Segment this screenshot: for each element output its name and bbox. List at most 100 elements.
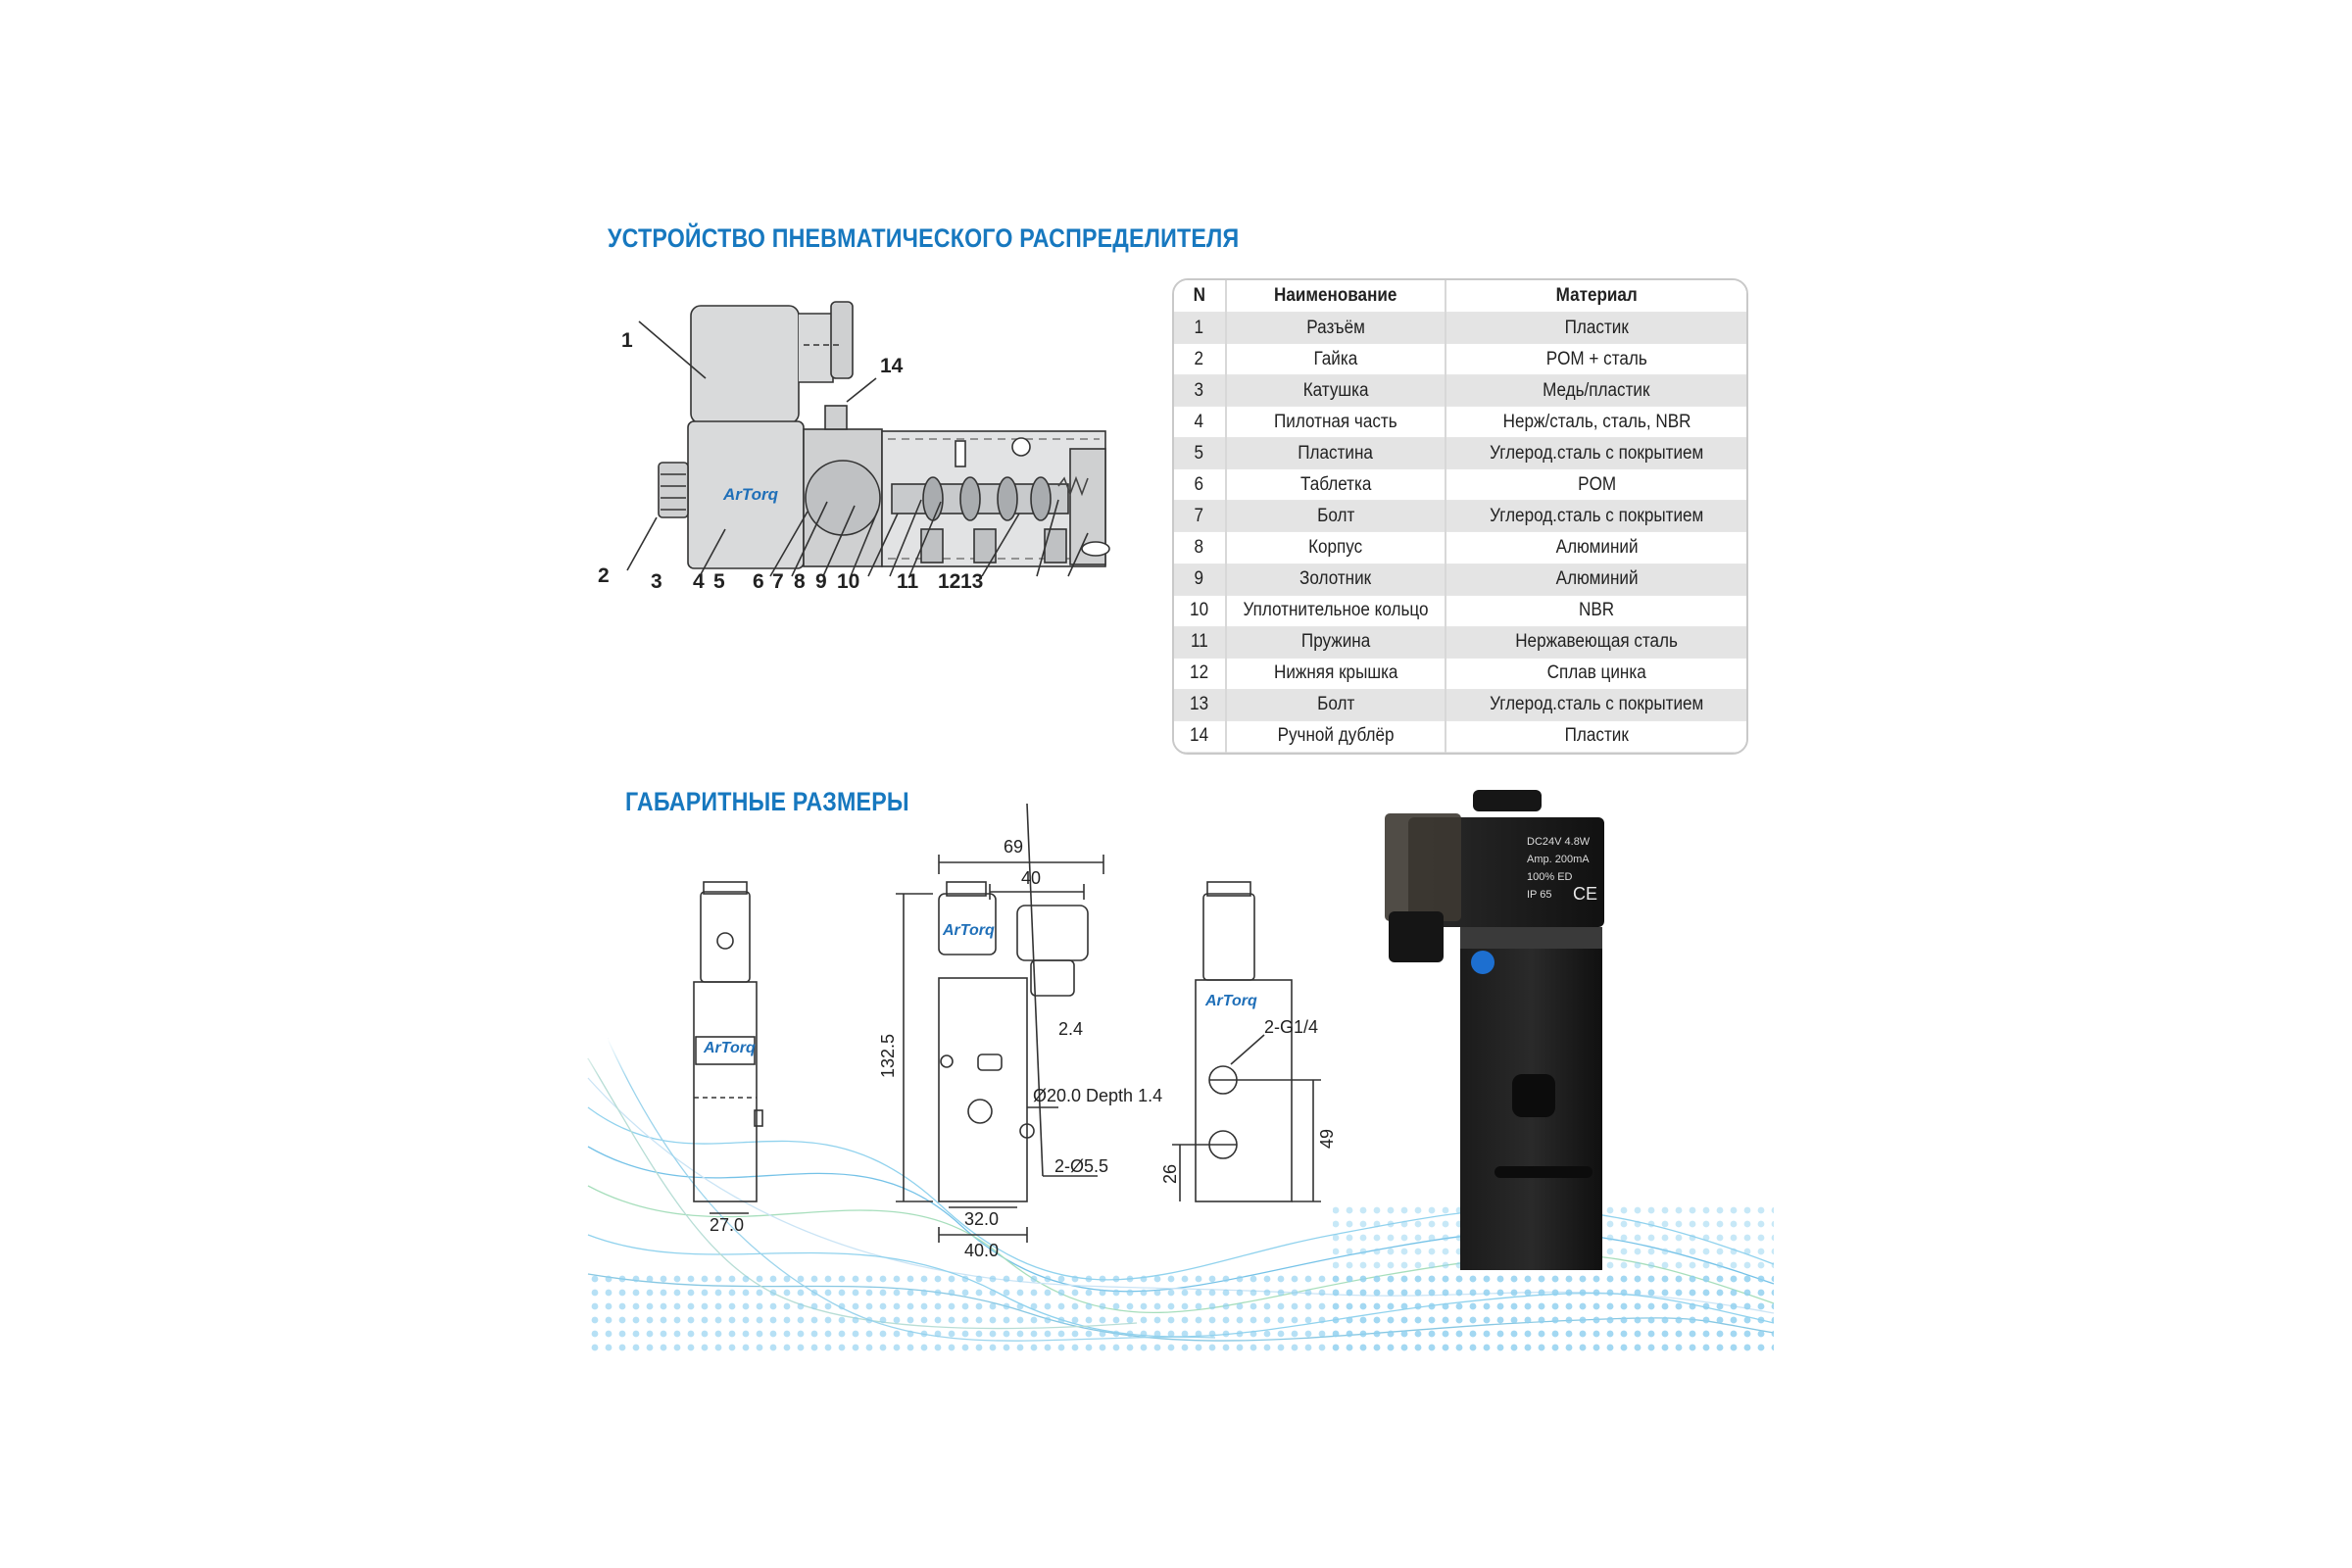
- callout-number: 4: [693, 570, 705, 593]
- callout-number: 8: [794, 570, 806, 593]
- callout-number: 14: [880, 355, 904, 377]
- cell-number: 9: [1174, 564, 1227, 596]
- cell-name: Пластина: [1225, 437, 1447, 470]
- cell-material: Алюминий: [1446, 564, 1746, 596]
- callout-number: 11: [897, 570, 919, 593]
- dim-height: 132.5: [878, 1034, 898, 1078]
- cell-name: Болт: [1225, 689, 1447, 721]
- section-title-structure: УСТРОЙСТВО ПНЕВМАТИЧЕСКОГО РАСПРЕДЕЛИТЕЛ…: [608, 223, 1240, 253]
- cell-name: Разъём: [1225, 312, 1447, 345]
- cell-material: Сплав цинка: [1446, 658, 1746, 690]
- cell-name: Болт: [1225, 500, 1447, 533]
- callout-number: 13: [960, 570, 983, 593]
- coil-label-line-4: IP 65: [1527, 889, 1552, 901]
- section-title-dimensions: ГАБАРИТНЫЕ РАЗМЕРЫ: [625, 787, 909, 816]
- dim-base-outer: 40.0: [964, 1241, 999, 1260]
- cell-name: Гайка: [1225, 343, 1447, 376]
- cell-material: POM: [1446, 468, 1746, 502]
- callout-number: 6: [753, 570, 764, 593]
- cell-number: 5: [1174, 437, 1227, 470]
- callout-number: 10: [837, 570, 859, 593]
- callout-number: 5: [713, 570, 725, 593]
- dim-bore: Ø20.0 Depth 1.4: [1033, 1086, 1162, 1105]
- dim-mounting-holes: 2-Ø5.5: [1054, 1156, 1108, 1176]
- cell-number: 4: [1174, 406, 1227, 439]
- callout-number: 7: [772, 570, 784, 593]
- coil-label-line-2: Amp. 200mA: [1527, 854, 1590, 865]
- dim-overall-width: 69: [1004, 837, 1023, 857]
- callout-number: 9: [815, 570, 827, 593]
- cell-material: Пластик: [1446, 720, 1746, 753]
- dim-offset: 2.4: [1058, 1019, 1083, 1039]
- callout-number: 1: [621, 329, 633, 352]
- cell-name: Золотник: [1225, 564, 1447, 596]
- coil-label-line-3: 100% ED: [1527, 871, 1573, 883]
- brand-logo-front: ArTorq: [942, 922, 995, 939]
- decorative-wave-background: [587, 1038, 1775, 1352]
- cell-number: 10: [1174, 595, 1227, 627]
- cell-number: 1: [1174, 312, 1227, 345]
- column-header-number: N: [1174, 280, 1227, 313]
- product-photo: DC24V 4.8W Amp. 200mA 100% ED IP 65 CE: [1385, 790, 1604, 1270]
- table-header-row: N Наименование Материал: [1174, 280, 1746, 313]
- callout-number: 12: [938, 570, 960, 593]
- dim-ports: 2-G1/4: [1264, 1017, 1318, 1037]
- cell-name: Таблетка: [1225, 468, 1447, 502]
- cell-material: NBR: [1446, 595, 1746, 627]
- cell-number: 7: [1174, 500, 1227, 533]
- dim-coil-width: 40: [1021, 868, 1041, 888]
- column-header-name: Наименование: [1225, 280, 1447, 313]
- dim-port-low: 26: [1160, 1164, 1180, 1184]
- cell-name: Корпус: [1225, 531, 1447, 564]
- cell-number: 6: [1174, 468, 1227, 502]
- cell-name: Нижняя крышка: [1225, 658, 1447, 690]
- cell-material: Нержавеющая сталь: [1446, 626, 1746, 659]
- cell-material: Углерод.сталь с покрытием: [1446, 437, 1746, 470]
- cell-name: Пилотная часть: [1225, 406, 1447, 439]
- ce-mark: CE: [1573, 884, 1597, 904]
- cell-number: 11: [1174, 626, 1227, 659]
- brand-logo-side: ArTorq: [703, 1040, 756, 1056]
- cell-material: POM + сталь: [1446, 343, 1746, 376]
- dimension-drawings: ArTorq ArTorq ArTorq 69 40 132.5 2.4 Ø20…: [693, 803, 1337, 1260]
- cell-number: 14: [1174, 720, 1227, 753]
- cell-number: 2: [1174, 343, 1227, 376]
- brand-logo: ArTorq: [722, 485, 779, 504]
- cell-material: Углерод.сталь с покрытием: [1446, 500, 1746, 533]
- cell-material: Алюминий: [1446, 531, 1746, 564]
- column-header-material: Материал: [1446, 280, 1746, 313]
- coil-label-line-1: DC24V 4.8W: [1527, 836, 1591, 848]
- cell-name: Катушка: [1225, 374, 1447, 408]
- cell-name: Ручной дублёр: [1225, 720, 1447, 753]
- cell-number: 12: [1174, 658, 1227, 690]
- callout-number: 3: [651, 570, 662, 593]
- cell-material: Углерод.сталь с покрытием: [1446, 689, 1746, 721]
- cell-material: Пластик: [1446, 312, 1746, 345]
- cell-material: Медь/пластик: [1446, 374, 1746, 408]
- cell-number: 8: [1174, 531, 1227, 564]
- dim-port-height: 49: [1317, 1129, 1337, 1149]
- brand-logo-right: ArTorq: [1204, 993, 1257, 1009]
- cell-name: Пружина: [1225, 626, 1447, 659]
- cell-number: 3: [1174, 374, 1227, 408]
- dim-base-inner: 32.0: [964, 1209, 999, 1229]
- cell-name: Уплотнительное кольцо: [1225, 595, 1447, 627]
- callout-number: 2: [598, 564, 610, 587]
- dim-side-width: 27.0: [710, 1215, 744, 1235]
